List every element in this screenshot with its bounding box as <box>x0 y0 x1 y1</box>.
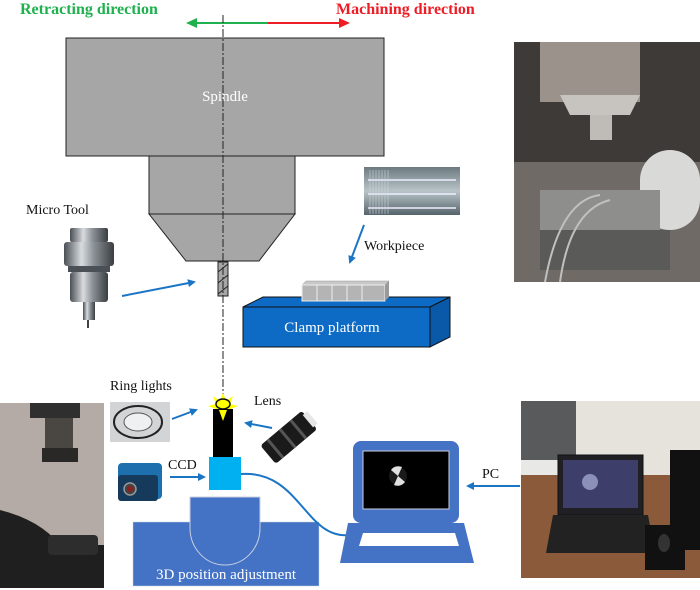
ring-lights-label: Ring lights <box>110 379 172 394</box>
lens-tube <box>213 409 233 457</box>
spindle-neck <box>148 155 296 215</box>
spindle-label: Spindle <box>202 89 248 105</box>
workpiece-label: Workpiece <box>364 239 424 254</box>
workpiece-blocks <box>301 280 390 302</box>
workpiece-photo <box>364 167 460 215</box>
tool-image-on-screen <box>389 466 407 486</box>
lens-label: Lens <box>254 394 281 409</box>
laptop-icon <box>340 441 474 563</box>
clamp-platform-label: Clamp platform <box>284 320 380 336</box>
light-cone <box>219 410 227 421</box>
position-adjustment-stage <box>132 496 320 587</box>
machine-tool-photo <box>514 42 700 283</box>
ccd-pc-cable <box>240 472 351 537</box>
machining-arrowhead-icon <box>339 18 350 28</box>
retracting-direction-label: Retracting direction <box>20 1 158 18</box>
machining-direction-label: Machining direction <box>336 1 475 18</box>
position-adjustment-label: 3D position adjustment <box>156 567 297 583</box>
spindle-body <box>65 37 385 157</box>
tool-setup-photo <box>0 403 104 588</box>
micro-tool-label: Micro Tool <box>26 203 89 218</box>
spindle-taper <box>147 213 297 262</box>
clamp-platform <box>242 296 451 348</box>
workpiece-arrow <box>348 224 365 264</box>
ring-light-photo <box>110 402 170 442</box>
pc-setup-photo <box>521 401 700 578</box>
direction-arrow <box>186 18 350 28</box>
ring-lights-arrow <box>171 408 198 420</box>
retract-arrowhead-icon <box>186 18 197 28</box>
pc-label: PC <box>482 467 499 482</box>
ccd-sensor <box>209 457 241 490</box>
micro-tool-arrow <box>121 279 196 297</box>
micro-tool-photo <box>64 228 114 328</box>
lens-arrow <box>244 420 273 429</box>
ccd-camera-photo <box>118 463 162 501</box>
lens-photo <box>261 411 318 463</box>
ccd-label: CCD <box>168 458 197 473</box>
